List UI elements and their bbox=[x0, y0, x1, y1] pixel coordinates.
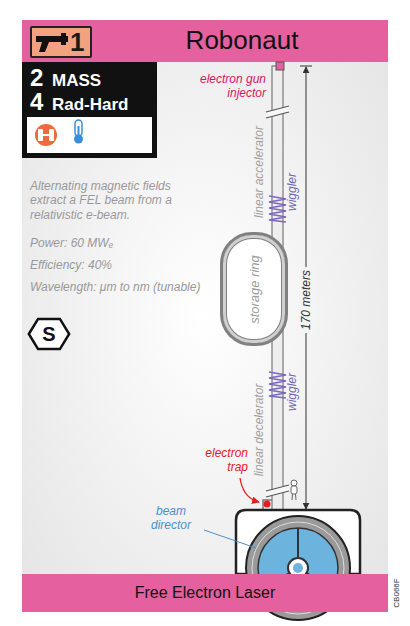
part-label: linear accelerator bbox=[252, 126, 266, 218]
thermometer-icon bbox=[74, 120, 83, 144]
stats-frame bbox=[22, 62, 157, 158]
flavor-text: Alternating magnetic fields extract a FE… bbox=[30, 179, 198, 222]
card-body bbox=[22, 20, 388, 612]
card-caption: Free Electron Laser bbox=[22, 584, 388, 602]
weapon-badge: 1 bbox=[30, 26, 92, 58]
reactor-icon bbox=[35, 124, 57, 146]
stat-line: Efficiency: 40% bbox=[30, 258, 112, 272]
electron-trap-dot bbox=[264, 501, 271, 508]
icon-box bbox=[27, 117, 152, 153]
leader-line bbox=[204, 530, 256, 548]
badge-number: 1 bbox=[70, 29, 84, 55]
wiggler-coil bbox=[269, 196, 286, 222]
raygun-shape bbox=[36, 33, 68, 52]
footer-band bbox=[22, 574, 388, 612]
header-band bbox=[22, 20, 388, 62]
dimension-label: 170 meters bbox=[299, 267, 313, 333]
tube-break bbox=[266, 106, 289, 118]
size-hexagon: S bbox=[28, 318, 70, 350]
storage-ring: storage ring bbox=[220, 232, 288, 346]
hexagon-shape bbox=[29, 319, 69, 349]
electron-gun bbox=[276, 62, 284, 70]
rad-hard-value: 4 bbox=[30, 90, 43, 114]
part-label: electron gun injector bbox=[192, 72, 266, 101]
trap-cup bbox=[263, 500, 272, 510]
mass-label: MASS bbox=[52, 72, 101, 89]
part-label: linear decelerator bbox=[252, 384, 266, 477]
part-label: beam director bbox=[138, 504, 204, 533]
part-label: storage ring bbox=[248, 255, 261, 324]
stats-panel: 2 MASS 4 Rad-Hard bbox=[22, 62, 157, 116]
size-letter: S bbox=[42, 324, 55, 344]
astronaut-figure bbox=[291, 480, 297, 500]
wiggler-coil bbox=[269, 372, 286, 398]
trap-pointer bbox=[240, 478, 259, 502]
rad-hard-label: Rad-Hard bbox=[52, 96, 129, 113]
part-label: electron trap bbox=[190, 446, 248, 475]
card-title: Robonaut bbox=[96, 26, 388, 56]
card-code: CB066F bbox=[392, 578, 402, 607]
mass-value: 2 bbox=[30, 66, 43, 90]
stat-line: Wavelength: μm to nm (tunable) bbox=[30, 280, 200, 294]
tube-break bbox=[266, 485, 289, 497]
part-label: wiggler bbox=[285, 373, 299, 411]
part-label: wiggler bbox=[285, 173, 299, 211]
stat-line: Power: 60 MWₑ bbox=[30, 236, 113, 250]
